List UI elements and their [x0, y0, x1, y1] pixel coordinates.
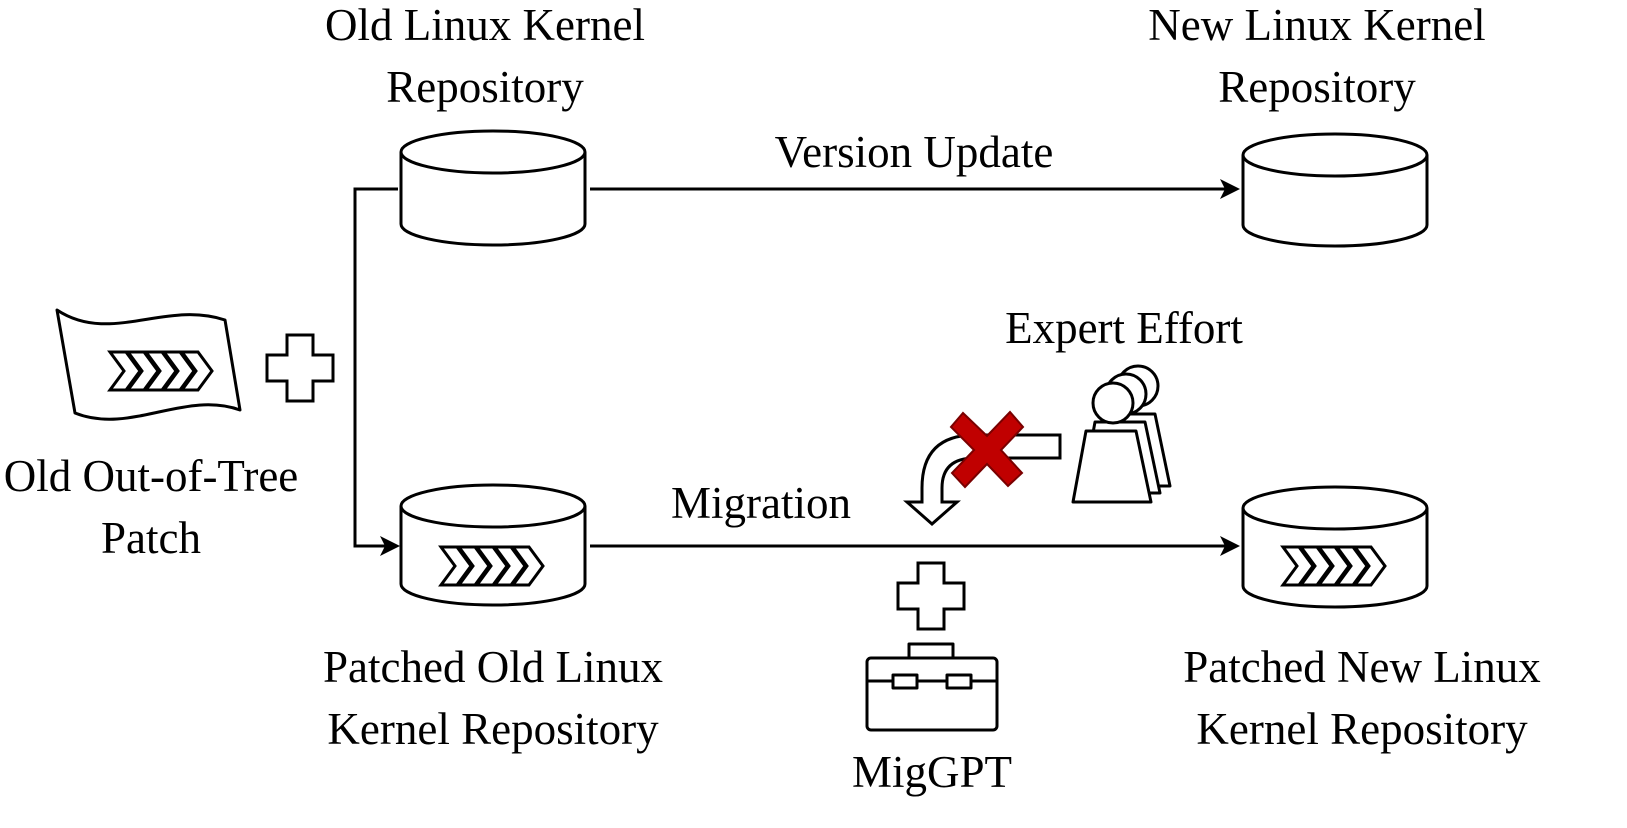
toolbox-icon — [865, 642, 999, 732]
expert-effort-label: Expert Effort — [974, 297, 1274, 359]
patch-label-line1: Old Out-of-Tree — [3, 451, 299, 501]
patched-new-chevron-arrows-icon — [1281, 545, 1387, 587]
old-repo-label-line2: Repository — [386, 62, 584, 112]
version-update-text: Version Update — [774, 127, 1054, 177]
new-repo-label-line2: Repository — [1218, 62, 1416, 112]
migration-text: Migration — [671, 478, 851, 528]
miggpt-plus-icon — [896, 561, 966, 631]
old-repo-label-line1: Old Linux Kernel — [325, 0, 645, 50]
patched-old-chevron-arrows-icon — [439, 545, 545, 587]
old-repo-label: Old Linux Kernel Repository — [275, 0, 695, 118]
patched-old-label-line1: Patched Old Linux — [323, 642, 663, 692]
patch-label: Old Out-of-Tree Patch — [0, 445, 302, 569]
patched-new-label-line1: Patched New Linux — [1183, 642, 1541, 692]
patched-old-label: Patched Old Linux Kernel Repository — [283, 636, 703, 760]
version-update-label: Version Update — [714, 121, 1114, 183]
new-repo-label: New Linux Kernel Repository — [1107, 0, 1527, 118]
patch-branch-arrowhead — [380, 536, 400, 556]
patched-old-label-line2: Kernel Repository — [327, 704, 659, 754]
people-icon — [1071, 364, 1172, 504]
curved-arrow-icon — [903, 433, 1062, 526]
patch-plus-icon — [265, 333, 335, 403]
connector-lines — [353, 187, 1225, 548]
expert-effort-text: Expert Effort — [1005, 303, 1243, 353]
patch-document-icon — [55, 308, 242, 421]
new-repo-database-icon — [1241, 132, 1429, 248]
arrow-head-icon — [380, 179, 1240, 556]
new-repo-label-line1: New Linux Kernel — [1148, 0, 1486, 50]
patched-new-label-line2: Kernel Repository — [1196, 704, 1528, 754]
cross-mark-icon — [949, 410, 1025, 489]
migration-arrowhead — [1220, 536, 1240, 556]
old-repo-database-icon — [399, 129, 587, 247]
patched-old-repo-database-icon — [399, 483, 587, 607]
miggpt-label: MigGPT — [782, 741, 1082, 803]
patched-new-label: Patched New Linux Kernel Repository — [1152, 636, 1572, 760]
version-update-arrowhead — [1220, 179, 1240, 199]
miggpt-text: MigGPT — [851, 747, 1013, 797]
patch-label-line2: Patch — [101, 513, 201, 563]
migration-label: Migration — [611, 472, 911, 534]
patch-chevron-arrows-icon — [108, 350, 214, 392]
patch-branch-line — [353, 187, 398, 548]
